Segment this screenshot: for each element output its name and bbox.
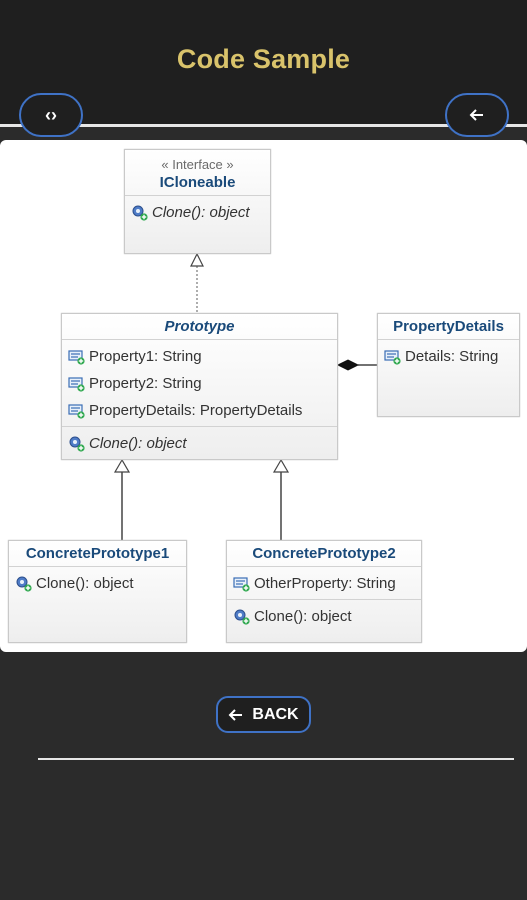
diagram-connectors <box>113 252 377 540</box>
property-icon <box>68 375 85 392</box>
uml-class-diagram: « Interface » ICloneable Clone(): object… <box>0 140 527 652</box>
footer-divider <box>38 758 514 760</box>
class-propertydetails: PropertyDetails Details: String <box>377 313 520 417</box>
class-concreteprototype2: ConcretePrototype2 OtherProperty: String… <box>226 540 422 643</box>
method-icon <box>68 435 85 452</box>
property-row: OtherProperty: String <box>233 570 417 597</box>
properties-section: Details: String <box>378 339 519 372</box>
property-row: Details: String <box>384 343 515 370</box>
property-icon <box>233 575 250 592</box>
property-row: PropertyDetails: PropertyDetails <box>68 397 333 424</box>
class-concreteprototype1: ConcretePrototype1 Clone(): object <box>8 540 187 643</box>
method-icon <box>131 204 148 221</box>
methods-section: Clone(): object <box>9 566 186 599</box>
class-prototype: Prototype Property1: String Property2: S… <box>61 313 338 460</box>
class-name: ConcretePrototype2 <box>252 545 396 562</box>
class-name: PropertyDetails <box>393 318 504 335</box>
method-icon <box>15 575 32 592</box>
arrow-left-icon <box>228 708 243 721</box>
back-arrow-button[interactable] <box>445 93 509 137</box>
back-button[interactable]: BACK <box>216 696 311 733</box>
method-row: Clone(): object <box>68 430 333 457</box>
method-row: Clone(): object <box>131 199 266 226</box>
methods-section: Clone(): object <box>62 426 337 459</box>
property-icon <box>68 402 85 419</box>
property-row: Property2: String <box>68 370 333 397</box>
method-row: Clone(): object <box>15 570 182 597</box>
property-row: Property1: String <box>68 343 333 370</box>
method-row: Clone(): object <box>233 603 417 630</box>
app-header: Code Sample <box>0 0 527 124</box>
interface-stereotype: « Interface » <box>161 157 234 172</box>
properties-section: Property1: String Property2: String Prop… <box>62 339 337 426</box>
property-icon <box>68 348 85 365</box>
properties-section: OtherProperty: String <box>227 566 421 599</box>
class-name: ConcretePrototype1 <box>25 545 170 562</box>
code-toggle-button[interactable]: ‹› <box>19 93 83 137</box>
header-divider <box>0 124 527 127</box>
class-name: Prototype <box>164 318 235 335</box>
method-icon <box>233 608 250 625</box>
arrow-left-icon <box>469 109 483 121</box>
methods-section: Clone(): object <box>227 599 421 632</box>
class-name: ICloneable <box>159 174 236 191</box>
code-icon: ‹› <box>45 104 57 125</box>
methods-section: Clone(): object <box>125 195 270 228</box>
class-icloneable: « Interface » ICloneable Clone(): object <box>124 149 271 254</box>
property-icon <box>384 348 401 365</box>
page-title: Code Sample <box>176 44 351 74</box>
back-button-label: BACK <box>252 705 299 723</box>
